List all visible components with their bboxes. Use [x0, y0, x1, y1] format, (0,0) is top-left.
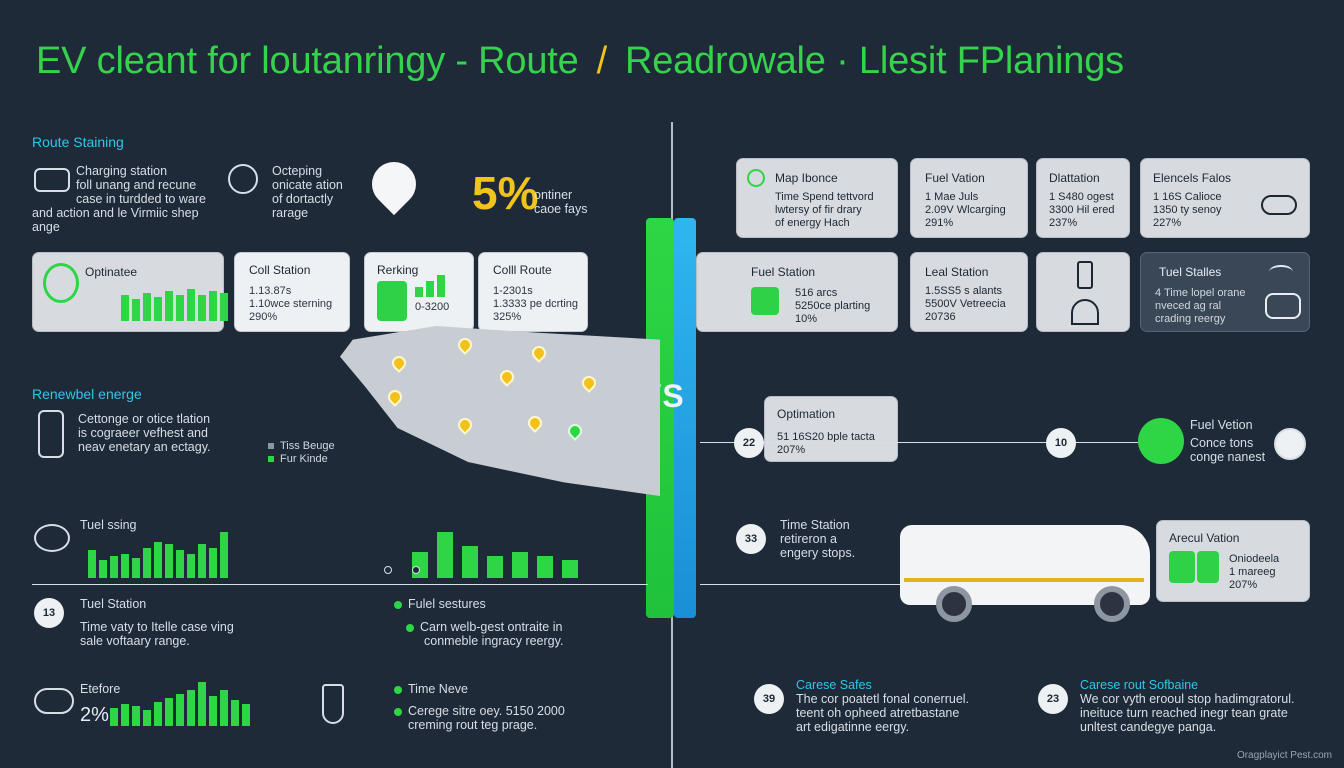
rerking-bars [415, 273, 445, 297]
route-item2: Octeping onicate ation of dortactly rara… [272, 164, 343, 220]
person-icon [228, 164, 258, 194]
renewable-heading: Renewbel energe [32, 386, 142, 402]
timeline-axis [32, 584, 648, 585]
page-title: EV cleant for loutanringy - Route/Readro… [36, 40, 1124, 82]
van-wheel [1094, 586, 1130, 622]
step-39: 39 [754, 684, 784, 714]
wifi-icon [1269, 265, 1293, 279]
step-22: 22 [734, 428, 764, 458]
timeline-bar-chart-1 [88, 528, 228, 578]
route-map [340, 326, 660, 496]
bullet-icon [394, 600, 402, 609]
chat-icon [34, 524, 70, 552]
step-23: 23 [1038, 684, 1068, 714]
card-optinatee[interactable]: Optinatee [32, 252, 228, 332]
monitor-icon [34, 168, 70, 192]
route-section-heading: Route Staining [32, 134, 124, 150]
vs-bar-blue [674, 218, 696, 618]
time-neve-desc: Cerege sitre oey. 5150 2000 creming rout… [394, 704, 634, 732]
battery-icon [377, 281, 407, 321]
step-33: 33 [736, 524, 766, 554]
carese-safes-desc: The cor poatetl fonal conerruel.teent oh… [796, 692, 970, 734]
etefore-value: 2% [80, 704, 109, 726]
right-timeline-axis [700, 442, 1140, 443]
stat-label: ontiner caoe fays [534, 188, 588, 216]
van-axis [700, 584, 900, 585]
step-10: 10 [1046, 428, 1076, 458]
cloud-badge-icon [1138, 418, 1184, 464]
van-stripe [904, 578, 1144, 582]
etefore-bar-chart [110, 680, 250, 726]
timeline-label-tuel-ssing: Tuel ssing [80, 518, 137, 532]
features-desc: Carn welb-gest ontraite in conmeble ingr… [406, 620, 638, 648]
mini-bar-chart [121, 283, 228, 321]
route-desc-cont: and action and le Virmiic shep ange [32, 206, 199, 234]
phone-icon [1077, 261, 1093, 289]
lightbulb-icon [43, 263, 79, 303]
etefore-title: Etefore [80, 682, 121, 696]
location-pin-icon [362, 152, 426, 216]
carese-safes-title: Carese Safes [796, 678, 872, 692]
hand-icon [1071, 299, 1099, 325]
timeline-tick [384, 566, 392, 574]
phone-icon [38, 410, 64, 458]
carese-rout-desc: We cor vyth erooul stop hadimgratorul.in… [1080, 692, 1295, 734]
timeline-bar-chart-2 [412, 518, 578, 578]
step-13: 13 [34, 598, 64, 628]
car-icon [1265, 293, 1301, 319]
card-phone-charger[interactable] [1036, 252, 1130, 332]
carese-rout-title: Carese rout Sofbaine [1080, 678, 1199, 692]
cloud-icon [34, 688, 74, 714]
fuel-vetion-title: Fuel Vetion [1190, 418, 1253, 432]
stat-value: 5% [472, 167, 539, 219]
globe-icon [1274, 428, 1306, 460]
footer-credit: Oragplayict Pest.com [1236, 750, 1332, 761]
fuel-icon [1169, 551, 1195, 583]
renewable-legend: Tiss Beuge Fur Kinde [268, 440, 335, 466]
tuel-station-title: Tuel Station [80, 597, 147, 611]
fulel-sestures: Fulel sestures [394, 597, 486, 611]
fuel-icon [751, 287, 779, 315]
time-neve-title: Time Neve [394, 682, 468, 696]
route-desc: Charging station foll unang and recune c… [76, 164, 206, 206]
van-wheel [936, 586, 972, 622]
car-icon [1261, 195, 1297, 215]
timeline-tick [412, 566, 420, 574]
map-pin-icon [747, 169, 765, 187]
leaf-icon [1197, 551, 1219, 583]
card-rerking[interactable]: Rerking 0-3200 [364, 252, 474, 332]
plug-icon [322, 684, 344, 724]
